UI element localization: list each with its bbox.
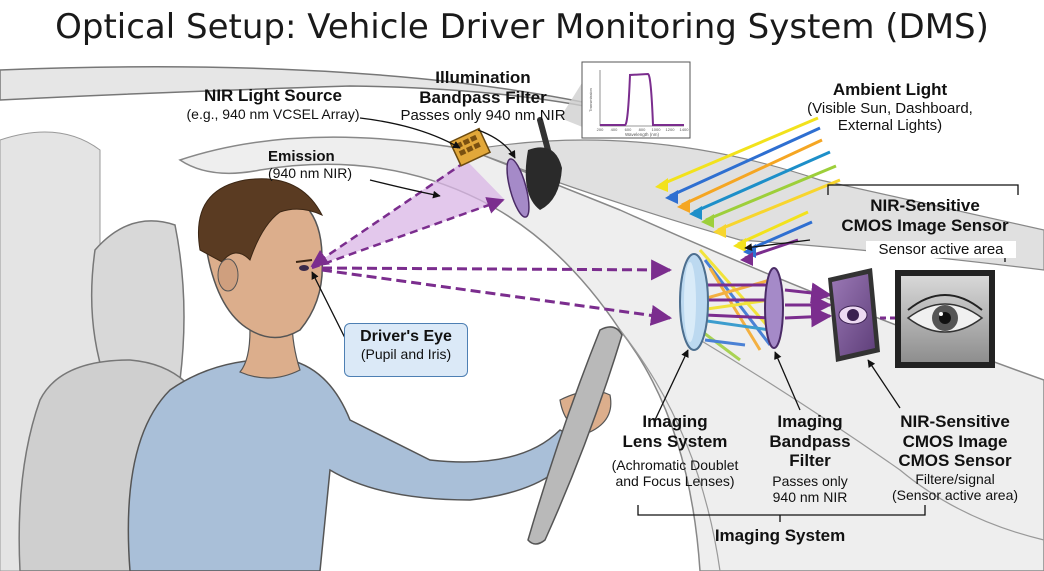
label-emission: Emission (940 nm NIR) xyxy=(268,148,388,181)
steering-wheel-icon xyxy=(527,326,623,545)
cmos-bottom-title1: NIR-Sensitive xyxy=(900,412,1010,431)
emission-sub: (940 nm NIR) xyxy=(268,165,353,182)
transmission-chart: Transmission Wavelength (nm) 200 400 600… xyxy=(560,61,691,139)
ambient-sub1: (Visible Sun, Dashboard, xyxy=(807,99,973,117)
tick: 800 xyxy=(639,127,646,132)
ray-bundle xyxy=(698,249,782,362)
emission-title: Emission xyxy=(268,148,335,165)
tick: 200 xyxy=(597,127,604,132)
eye-image-icon xyxy=(895,270,995,368)
label-cmos-bottom: NIR-Sensitive CMOS Image CMOS Sensor Fil… xyxy=(880,412,1030,503)
tick: 1000 xyxy=(652,127,662,132)
transmission-ylabel: Transmission xyxy=(588,88,593,112)
illum-filter-sub: Passes only 940 nm NIR xyxy=(400,107,566,125)
nir-reflection-beams xyxy=(321,259,918,329)
lens-sub1: (Achromatic Doublet xyxy=(611,457,739,474)
img-filter-title3: Filter xyxy=(789,451,831,471)
illum-filter-title1: Illumination xyxy=(435,68,531,87)
label-driver-eye: Driver's Eye (Pupil and Iris) xyxy=(344,328,468,362)
tick: 600 xyxy=(625,127,632,132)
img-filter-sub1: Passes only xyxy=(772,472,848,489)
lens-sub2: and Focus Lenses) xyxy=(615,473,735,490)
imaging-lens-icon xyxy=(679,253,709,351)
cmos-bottom-title3: CMOS Sensor xyxy=(898,451,1012,471)
label-illumination-filter: Illumination Bandpass Filter Passes only… xyxy=(388,68,578,124)
driver-eye-title: Driver's Eye xyxy=(360,328,452,345)
img-filter-title2: Bandpass xyxy=(769,431,851,451)
page-title: Optical Setup: Vehicle Driver Monitoring… xyxy=(55,7,989,47)
tick: 1400 xyxy=(680,127,690,132)
label-cmos-top: NIR-Sensitive CMOS Image Sensor xyxy=(830,196,1020,235)
ambient-title: Ambient Light xyxy=(832,80,948,99)
label-nir-source: NIR Light Source (e.g., 940 nm VCSEL Arr… xyxy=(168,86,378,122)
imaging-filter-icon xyxy=(764,267,784,349)
nir-source-title: NIR Light Source xyxy=(204,86,342,105)
cmos-sensor-icon xyxy=(828,268,880,362)
label-imaging-system: Imaging System xyxy=(714,526,846,545)
label-imaging-lens: Imaging Lens System (Achromatic Doublet … xyxy=(585,412,765,489)
illum-filter-title2: Bandpass Filter xyxy=(419,87,547,107)
nir-source-sub: (e.g., 940 nm VCSEL Array) xyxy=(186,105,360,122)
cmos-bottom-title2: CMOS Image xyxy=(902,431,1008,451)
cmos-bottom-sub2: (Sensor active area) xyxy=(891,486,1019,503)
cmos-top-title2: CMOS Image Sensor xyxy=(841,215,1009,235)
cmos-top-sub: Sensor active area xyxy=(866,241,1016,259)
img-filter-sub2: 940 nm NIR xyxy=(772,488,848,505)
tick: 400 xyxy=(611,127,618,132)
nir-emission-cone xyxy=(310,160,505,270)
transmission-xlabel: Wavelength (nm) xyxy=(625,132,660,137)
tick: 1200 xyxy=(666,127,676,132)
ambient-sub2: External Lights) xyxy=(837,116,943,134)
vcsel-array-icon xyxy=(449,127,492,167)
rearview-mirror-icon xyxy=(525,117,562,210)
label-imaging-filter: Imaging Bandpass Filter Passes only 940 … xyxy=(755,412,865,505)
lens-title1: Imaging xyxy=(642,412,708,431)
cmos-top-title1: NIR-Sensitive xyxy=(870,196,980,215)
driver-eye-sub: (Pupil and Iris) xyxy=(360,346,452,363)
label-ambient-light: Ambient Light (Visible Sun, Dashboard, E… xyxy=(790,80,990,134)
leader-lines xyxy=(311,117,901,421)
lens-title2: Lens System xyxy=(622,431,728,451)
bandpass-filter-icon xyxy=(506,158,530,218)
cmos-bottom-sub1: Filtere/signal xyxy=(915,470,995,487)
img-filter-title1: Imaging xyxy=(777,412,843,431)
driver-eye-callout xyxy=(344,323,468,377)
imaging-system-bracket xyxy=(637,505,926,522)
